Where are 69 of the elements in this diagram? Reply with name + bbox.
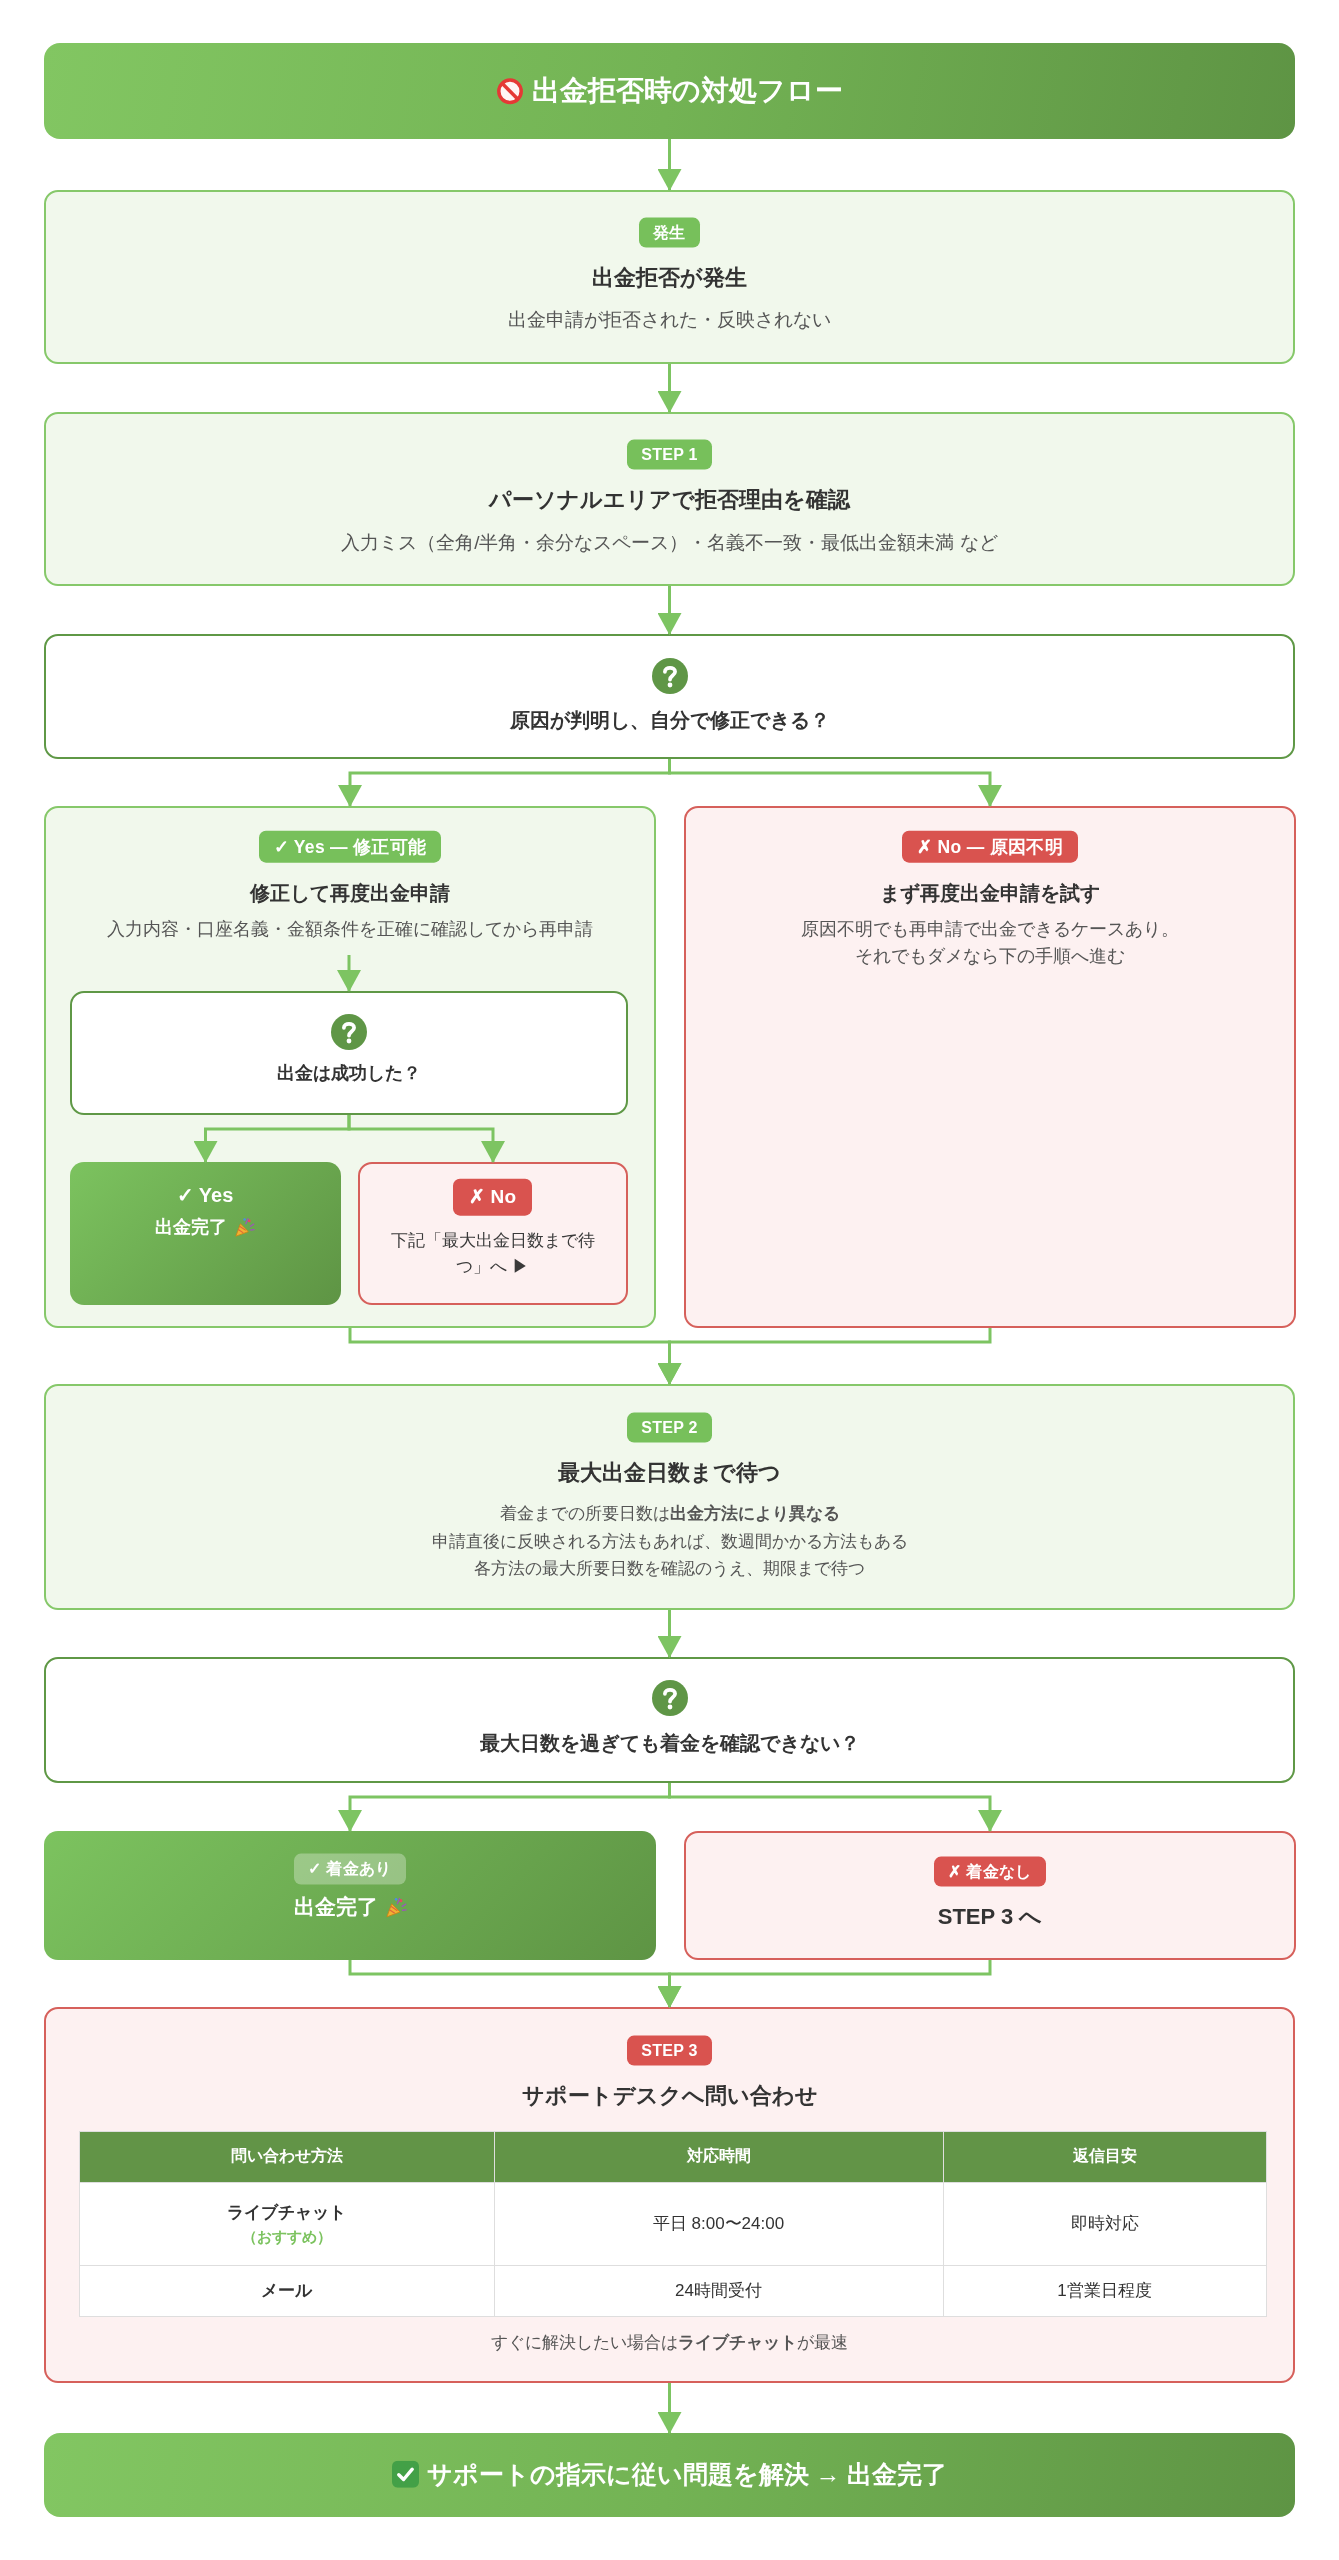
branch-panel	[44, 806, 656, 1328]
step-description: 入力ミス（全角/半角・余分なスペース）・名義不一致・最低出金額未満 など	[341, 530, 998, 555]
arrow	[668, 1783, 1002, 1832]
status-badge: ✗ No	[452, 1178, 533, 1216]
question-text: 出金は成功した？	[276, 1062, 421, 1086]
step-title: サポートデスクへ問い合わせ	[521, 2081, 818, 2110]
result-text: 下記「最大出金日数まで待つ」へ ▶	[389, 1229, 596, 1278]
status-badge: ✓ 着金あり	[294, 1853, 406, 1885]
decision-card	[69, 990, 628, 1115]
status-badge: ✓ Yes — 修正可能	[258, 830, 442, 863]
result-card	[44, 1831, 656, 1960]
result-card	[357, 1161, 628, 1305]
step-badge: STEP 1	[627, 439, 712, 470]
header-banner	[44, 43, 1295, 139]
step-description: 申請直後に反映される方法もあれば、数週間かかる方法もある	[431, 1530, 908, 1553]
contact-method: メール	[261, 2280, 312, 2302]
contact-method: ライブチャット	[227, 2201, 346, 2224]
completion-banner	[44, 2433, 1295, 2517]
step-title: 最大出金日数まで待つ	[558, 1458, 781, 1487]
result-card	[684, 1831, 1296, 1960]
arrow	[657, 364, 682, 413]
step-description: 各方法の最大所要日数を確認のうえ、期限まで待つ	[474, 1557, 865, 1580]
step-title: 出金拒否が発生	[592, 263, 747, 292]
result-text: 出金完了	[293, 1893, 378, 1920]
step-badge: STEP 2	[627, 1412, 712, 1443]
reply-time: 即時対応	[1070, 2213, 1139, 2235]
result-text: 出金完了	[155, 1215, 227, 1239]
step-description: 出金申請が拒否された・反映されない	[508, 307, 831, 332]
step-description: 着金までの所要日数は出金方法により異なる	[499, 1502, 840, 1525]
arrow	[657, 1960, 992, 2008]
column-header: 返信目安	[943, 2131, 1266, 2182]
arrow	[337, 955, 361, 992]
branch-panel	[684, 806, 1296, 1328]
status-badge: ✗ No — 原因不明	[902, 830, 1078, 863]
step-description: 原因不明でも再申請で出金できるケースあり。	[801, 917, 1179, 941]
status-badge: ✗ 着金なし	[934, 1856, 1046, 1887]
footnote: すぐに解決したい場合はライブチャットが最速	[491, 2331, 848, 2354]
arrow	[347, 1115, 505, 1163]
column-header: 対応時間	[494, 2131, 943, 2182]
recommended-note: （おすすめ）	[241, 2227, 332, 2247]
reply-time: 1営業日程度	[1057, 2280, 1152, 2302]
step-card	[44, 2007, 1295, 2383]
result-text: STEP 3 へ	[937, 1902, 1043, 1931]
step-badge: STEP 3	[627, 2035, 712, 2066]
column-header: 問い合わせ方法	[79, 2131, 494, 2182]
step-card	[44, 412, 1295, 586]
step-description: それでもダメなら下の手順へ進む	[855, 944, 1125, 968]
question-text: 原因が判明し、自分で修正できる？	[509, 707, 830, 733]
banner-title: サポートの指示に従い問題を解決 → 出金完了	[426, 2458, 948, 2490]
arrow	[657, 586, 682, 635]
step-card	[44, 1384, 1295, 1610]
arrow	[657, 2383, 682, 2434]
step-card	[44, 190, 1295, 364]
decision-card	[44, 634, 1295, 759]
banner-title: 出金拒否時の対処フロー	[532, 74, 843, 109]
step-title: 修正して再度出金申請	[250, 880, 450, 906]
arrow	[657, 139, 682, 191]
arrow	[657, 1610, 682, 1658]
step-badge: 発生	[639, 217, 700, 248]
step-title: まず再度出金申請を試す	[880, 880, 1100, 907]
arrow	[657, 1328, 992, 1385]
result-card	[69, 1161, 341, 1305]
result-label: ✓ Yes	[176, 1182, 234, 1207]
question-text: 最大日数を過ぎても着金を確認できない？	[479, 1730, 860, 1756]
support-hours: 平日 8:00〜24:00	[652, 2213, 785, 2235]
support-hours: 24時間受付	[675, 2280, 762, 2302]
decision-card	[44, 1657, 1295, 1783]
step-description: 入力内容・口座名義・金額条件を正確に確認してから再申請	[107, 917, 593, 941]
step-title: パーソナルエリアで拒否理由を確認	[489, 485, 850, 514]
